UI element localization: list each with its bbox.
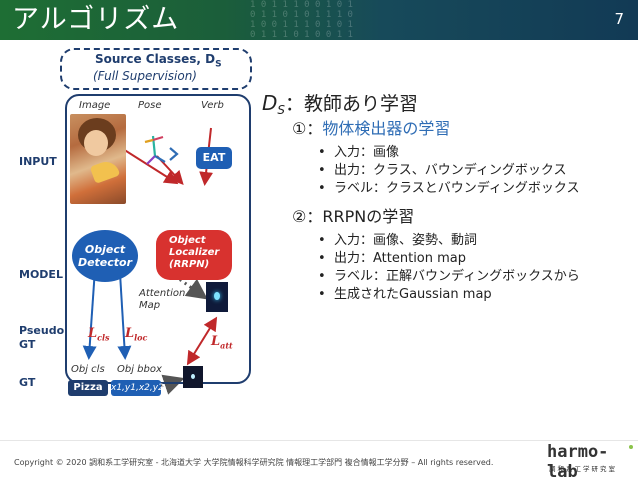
footer-divider bbox=[0, 440, 638, 441]
section2-bullet-3: ラベル：正解バウンディングボックスから bbox=[318, 268, 580, 286]
slide-title: アルゴリズム bbox=[12, 4, 180, 35]
row-label-model: MODEL bbox=[19, 268, 63, 281]
section1-bullet-1: 入力：画像 bbox=[318, 144, 399, 162]
gt-gaussian-map bbox=[183, 366, 203, 388]
section2-bullet-3-continued: 生成されたGaussian map bbox=[318, 286, 492, 304]
arrow-loss-att bbox=[186, 316, 218, 366]
input-photo-child-eating-pizza bbox=[70, 114, 126, 204]
section2-bullet-2: 出力：Attention map bbox=[318, 250, 466, 268]
row-label-pseudo-gt: GT bbox=[19, 338, 36, 351]
row-label-pseudo: Pseudo bbox=[19, 324, 65, 337]
loss-cls-label: Lcls bbox=[88, 326, 110, 343]
harmo-lab-logo: harmo-lab 調和系工学研究室 bbox=[547, 442, 633, 482]
column-label-verb: Verb bbox=[201, 100, 224, 111]
section1-bullet-3: ラベル：クラスとバウンディングボックス bbox=[318, 180, 579, 198]
arrow-image-to-localizer bbox=[122, 148, 179, 185]
header-binary-decoration: 1 0 1 1 1 0 0 1 0 1 0 1 1 0 1 0 1 1 1 0 … bbox=[250, 0, 353, 40]
obj-bbox-label: Obj bbox bbox=[117, 364, 162, 375]
verb-eat-box: EAT bbox=[196, 147, 232, 169]
page-number: 7 bbox=[614, 10, 624, 28]
section1-bullet-2: 出力：クラス、バウンディングボックス bbox=[318, 162, 566, 180]
source-classes-box bbox=[60, 48, 252, 90]
logo-japanese-subtitle: 調和系工学研究室 bbox=[549, 465, 617, 473]
source-classes-subtitle: (Full Supervision) bbox=[93, 69, 197, 83]
section2-heading: ②：RRPNの学習 bbox=[292, 207, 415, 226]
footer-copyright: Copyright © 2020 調和系工学研究室 - 北海道大学 大学院情報科… bbox=[14, 458, 494, 467]
logo-dot-icon bbox=[629, 445, 633, 449]
algorithm-diagram: Source Classes, DS (Full Supervision) Im… bbox=[5, 44, 257, 402]
slide-header: 1 0 1 1 1 0 0 1 0 1 0 1 1 0 1 0 1 1 1 0 … bbox=[0, 0, 638, 40]
source-classes-title: Source Classes, DS bbox=[95, 52, 222, 70]
logo-wordmark: harmo-lab bbox=[547, 442, 609, 482]
obj-cls-label: Obj cls bbox=[71, 364, 105, 375]
row-label-input: INPUT bbox=[19, 155, 57, 168]
gt-class-pizza: Pizza bbox=[68, 380, 108, 396]
row-label-gt: GT bbox=[19, 376, 36, 389]
section1-heading: ①：物体検出器の学習 bbox=[292, 119, 451, 138]
gt-bbox-coords: x1,y1,x2,y2 bbox=[111, 380, 164, 396]
loss-att-label: Latt bbox=[211, 334, 233, 351]
column-label-pose: Pose bbox=[138, 100, 162, 111]
pose-figure-icon bbox=[144, 135, 179, 165]
attention-map-image bbox=[206, 282, 228, 312]
section2-bullet-1: 入力：画像、姿勢、動詞 bbox=[318, 232, 477, 250]
loss-loc-label: Lloc bbox=[125, 326, 148, 343]
main-heading: DS：教師あり学習 bbox=[262, 91, 419, 117]
column-label-image: Image bbox=[79, 100, 111, 111]
